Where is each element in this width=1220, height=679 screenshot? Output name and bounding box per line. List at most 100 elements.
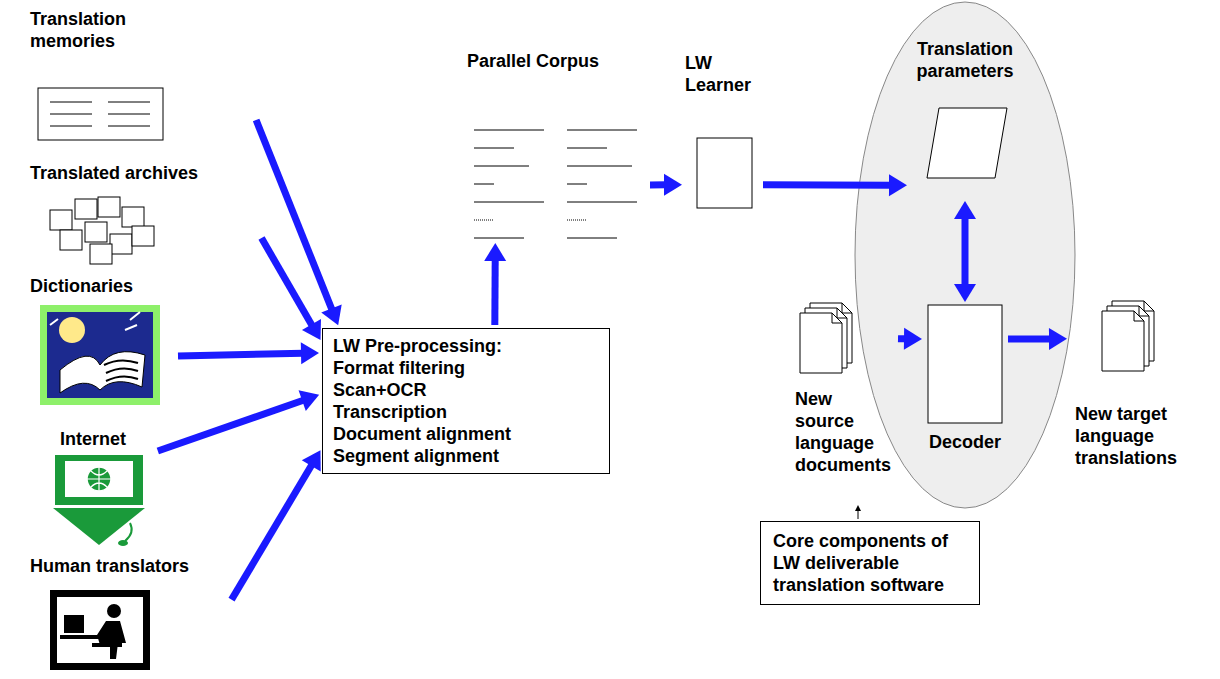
node-label: Human translators (30, 555, 230, 577)
node-label: Dictionaries (30, 275, 175, 297)
drawing-part (474, 202, 544, 203)
drawing-part (108, 114, 150, 115)
arrow-head (889, 174, 907, 196)
node-label: Format filtering (333, 357, 599, 379)
arrow-head (954, 284, 976, 302)
flow-arrow (232, 450, 321, 599)
source-node: Decoder (925, 305, 1005, 460)
arrow-head (904, 328, 922, 350)
drawing-part (55, 455, 143, 505)
drawing-part (64, 615, 84, 633)
arrow-head (299, 390, 320, 411)
drawing-part (50, 126, 92, 127)
drawing-part (474, 166, 529, 167)
arrow-line (262, 238, 313, 326)
drawing-part (97, 621, 126, 659)
callout-pointer-head (855, 505, 861, 511)
drawing-part (85, 222, 107, 242)
drawing-part (125, 523, 132, 541)
arrow-head (321, 304, 341, 325)
arrow-line (491, 259, 498, 325)
drawing-part (50, 114, 92, 115)
arrow-line (158, 400, 304, 451)
drawing-part (107, 604, 121, 618)
arrow-line (962, 217, 969, 286)
drawing-part (1134, 311, 1144, 321)
process-box: LW Pre-processing:Format filteringScan+O… (322, 328, 610, 474)
arrow-line (1008, 335, 1051, 342)
arrow-head (301, 342, 319, 364)
drawing-part (75, 199, 97, 219)
node-label: Internet (60, 428, 155, 450)
node-label: Scan+OCR (333, 379, 599, 401)
source-node: Parallel Corpus (462, 50, 647, 240)
node-label: Decoder (925, 431, 1005, 453)
flow-arrow (898, 328, 922, 350)
process-box: Core components of LW deliverable transl… (760, 521, 980, 605)
arrow-line (256, 120, 332, 310)
core-ellipse (855, 2, 1075, 508)
node-label: New source language documents (795, 388, 895, 476)
drawing-part (132, 226, 154, 246)
arrow-head (954, 201, 976, 219)
drawing-part (57, 597, 143, 663)
drawing-part (122, 207, 144, 227)
drawing-part (697, 138, 752, 208)
source-node: Dictionaries (30, 275, 175, 410)
drawing-part (474, 238, 524, 239)
drawing-part (53, 508, 145, 545)
flow-arrow (763, 174, 907, 196)
drawing-part (60, 635, 100, 639)
source-node: Translated archives (30, 162, 260, 267)
drawing-part (1139, 306, 1149, 316)
flow-arrow (954, 201, 976, 302)
drawing-part (1144, 301, 1154, 311)
drawing-part (567, 130, 637, 131)
drawing-part (92, 643, 122, 647)
node-label: Transcription (333, 401, 599, 423)
drawing-part (98, 197, 120, 217)
drawing-part (87, 467, 111, 491)
drawing-part (567, 148, 607, 149)
source-node: Translation parameters (910, 38, 1020, 198)
drawing-part (59, 317, 85, 343)
node-label: Translation memories (30, 8, 170, 52)
flow-arrow (1008, 328, 1067, 350)
drawing-part (108, 102, 150, 103)
source-node: Internet (45, 428, 155, 548)
drawing-part (832, 313, 842, 323)
drawing-part (837, 308, 847, 318)
arrow-line (232, 464, 313, 600)
node-label: LW Pre-processing: (333, 335, 599, 357)
callout-pointer (858, 510, 859, 519)
drawing-part (90, 244, 112, 264)
drawing-part (800, 313, 842, 373)
drawing-part (567, 184, 587, 185)
drawing-part (50, 590, 150, 670)
drawing-part (567, 220, 587, 221)
drawing-part (40, 305, 160, 405)
node-label: Segment alignment (333, 445, 599, 467)
arrow-line (763, 181, 891, 188)
flow-arrow (178, 342, 319, 364)
drawing-part (60, 230, 82, 250)
flow-arrow (256, 120, 342, 325)
drawing-part (50, 312, 140, 330)
node-label: Translation parameters (910, 38, 1020, 82)
drawing-part (104, 360, 138, 381)
drawing-part (65, 461, 133, 497)
arrow-line (178, 353, 303, 356)
arrow-head (664, 174, 682, 196)
drawing-part (927, 108, 1007, 178)
drawing-part (474, 130, 544, 131)
drawing-part (110, 234, 132, 254)
flow-arrow (262, 238, 321, 340)
drawing-part (567, 202, 637, 203)
node-icon (462, 50, 647, 240)
arrow-head (302, 450, 321, 471)
drawing-part (47, 312, 153, 398)
arrow-head (1049, 328, 1067, 350)
drawing-part (108, 126, 150, 127)
source-node: LW Learner (685, 52, 760, 212)
